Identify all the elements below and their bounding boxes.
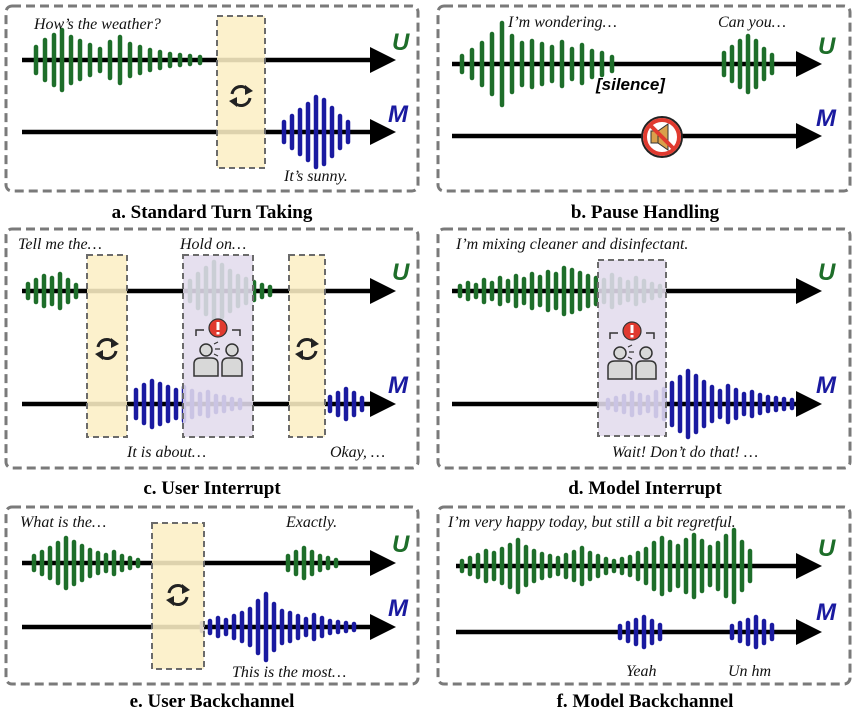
user-waveform	[459, 527, 753, 605]
user-waveform-2	[285, 545, 339, 581]
user-label: U	[392, 259, 410, 286]
panel-d-caption: d. Model Interrupt	[568, 478, 722, 499]
model-utterance: Wait! Don’t do that! …	[612, 444, 758, 461]
user-utterance-1: Tell me the…	[18, 236, 102, 253]
turn-switch-highlight	[216, 15, 266, 169]
model-label: M	[388, 101, 409, 128]
user-label: U	[818, 259, 836, 286]
user-waveform	[33, 27, 203, 93]
model-track	[452, 123, 822, 149]
panel-e-caption: e. User Backchannel	[130, 691, 295, 712]
user-utterance-1: What is the…	[20, 514, 106, 531]
model-utterance: It’s sunny.	[283, 168, 348, 185]
panel-a: How’s the weather? It’s sunny. U M a. St…	[4, 4, 420, 223]
panel-f: I’m very happy today, but still a bit re…	[436, 505, 852, 712]
user-waveform	[459, 20, 615, 108]
model-utterance-1: It is about…	[126, 444, 206, 461]
user-waveform	[25, 271, 79, 311]
user-utterance-1: I’m wondering…	[507, 14, 617, 31]
model-utterance-2: Un hm	[728, 663, 771, 680]
user-utterance-2: Hold on…	[179, 236, 246, 253]
user-label: U	[818, 535, 836, 562]
user-label: U	[392, 531, 410, 558]
model-waveform-2	[327, 386, 365, 422]
panel-d: I’m mixing cleaner and disinfectant. Wai…	[436, 227, 852, 499]
panel-c: Tell me the… Hold on… It is about… Okay,…	[4, 227, 420, 499]
model-label: M	[388, 595, 409, 622]
user-waveform	[31, 535, 141, 591]
interrupt-highlight	[182, 254, 254, 438]
panel-e: What is the… Exactly. This is the most… …	[4, 505, 420, 712]
user-waveform-2	[721, 33, 775, 95]
model-label: M	[388, 372, 409, 399]
panel-e-frame	[4, 505, 420, 686]
muted-speaker-icon	[641, 116, 683, 158]
model-label: M	[816, 372, 837, 399]
interrupt-highlight	[597, 259, 667, 437]
panel-b-caption: b. Pause Handling	[571, 202, 720, 223]
turn-switch-highlight-2	[288, 254, 326, 438]
turn-switch-highlight	[86, 254, 128, 438]
model-utterance-2: Okay, …	[330, 444, 385, 461]
panel-c-caption: c. User Interrupt	[143, 478, 281, 499]
silence-label: [silence]	[595, 75, 666, 94]
panel-a-frame	[4, 4, 420, 193]
model-label: M	[816, 105, 837, 132]
model-waveform-2	[729, 614, 775, 650]
user-utterance: I’m very happy today, but still a bit re…	[447, 514, 736, 531]
panel-f-caption: f. Model Backchannel	[557, 691, 734, 712]
user-utterance-2: Can you…	[718, 14, 786, 31]
panel-f-frame	[436, 505, 852, 686]
model-utterance-1: Yeah	[626, 663, 657, 680]
user-utterance-2: Exactly.	[285, 514, 337, 531]
user-utterance: How’s the weather?	[33, 16, 161, 33]
user-label: U	[818, 33, 836, 60]
turn-switch-highlight	[151, 522, 205, 670]
model-waveform	[617, 614, 663, 650]
model-utterance: This is the most…	[232, 664, 346, 681]
model-label: M	[816, 599, 837, 626]
user-label: U	[392, 29, 410, 56]
user-utterance: I’m mixing cleaner and disinfectant.	[455, 236, 688, 253]
panel-b: [silence] I’m wondering… Can you… U M b.…	[436, 4, 852, 223]
panel-a-caption: a. Standard Turn Taking	[112, 202, 313, 223]
model-waveform	[281, 94, 351, 170]
model-waveform	[199, 591, 357, 663]
